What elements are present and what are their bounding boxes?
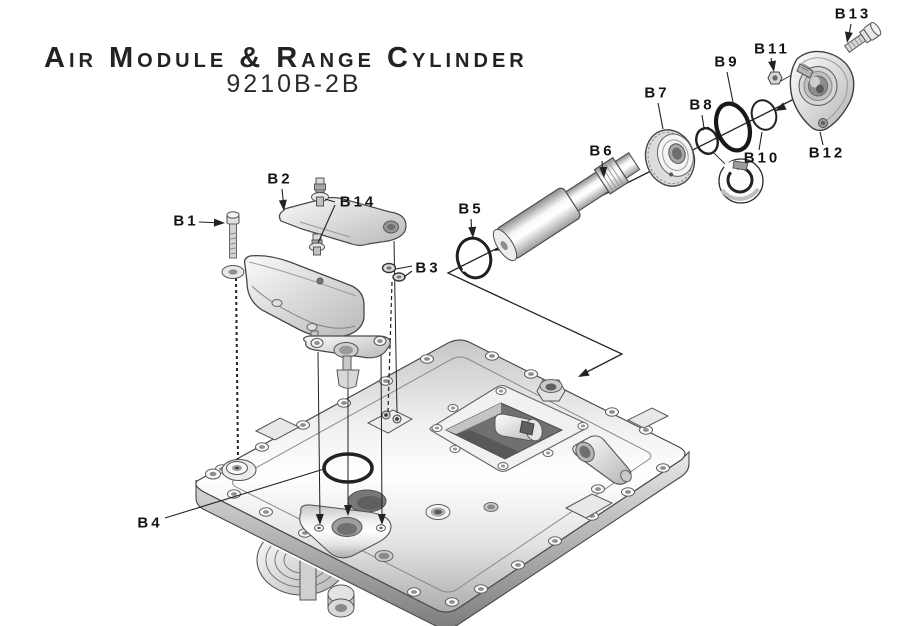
ring-b10 — [750, 99, 778, 131]
plate-pads — [254, 407, 670, 519]
module-body — [243, 254, 365, 339]
bolt-b13 — [844, 22, 882, 53]
washers-b3 — [381, 262, 406, 282]
base-plate — [195, 339, 690, 626]
ring-b8 — [695, 126, 727, 166]
plate-bolt-holes — [205, 351, 670, 607]
callout-b9: B9 — [714, 53, 740, 71]
callout-b13: B13 — [834, 5, 872, 23]
callout-leaders — [164, 23, 852, 519]
snap-ring-b5 — [455, 236, 493, 280]
callout-b7: B7 — [644, 84, 670, 102]
bottom-stub — [327, 584, 355, 618]
callout-b6: B6 — [589, 142, 615, 160]
callout-b3: B3 — [415, 259, 441, 277]
piston-b6 — [492, 151, 641, 262]
projection-arrows — [315, 505, 386, 525]
air-module-assembly — [221, 177, 407, 389]
page-title: Air Module & Range Cylinder — [44, 42, 528, 74]
valve-paddle — [336, 355, 360, 389]
fitting-b14-lower — [309, 233, 325, 256]
retainer-b7 — [644, 129, 696, 187]
callout-b4: B4 — [137, 514, 163, 532]
callout-b2: B2 — [267, 170, 293, 188]
callout-b11: B11 — [754, 40, 790, 58]
callout-b8: B8 — [689, 96, 715, 114]
callout-b10: B10 — [743, 149, 781, 167]
ball-detail — [718, 158, 764, 204]
cover-b12 — [789, 50, 855, 132]
fitting-b14-upper — [311, 177, 329, 207]
screw-bracket — [366, 409, 414, 434]
callout-b14: B14 — [339, 193, 377, 211]
o-ring-b9 — [713, 101, 753, 153]
callout-arrowheads — [213, 31, 853, 238]
module-flange — [303, 335, 391, 359]
angled-boss — [572, 435, 632, 485]
bolt-boss — [221, 459, 257, 481]
callout-b5: B5 — [458, 200, 484, 218]
callout-b12: B12 — [808, 144, 846, 162]
bolt-b1 — [221, 211, 245, 279]
hex-plug — [536, 379, 566, 402]
callout-b1: B1 — [173, 212, 199, 230]
shift-tower-opening — [429, 384, 589, 473]
module-mounting-pad — [299, 504, 392, 559]
o-ring-b4 — [322, 452, 374, 484]
part-number: 9210B-2B — [226, 70, 362, 98]
